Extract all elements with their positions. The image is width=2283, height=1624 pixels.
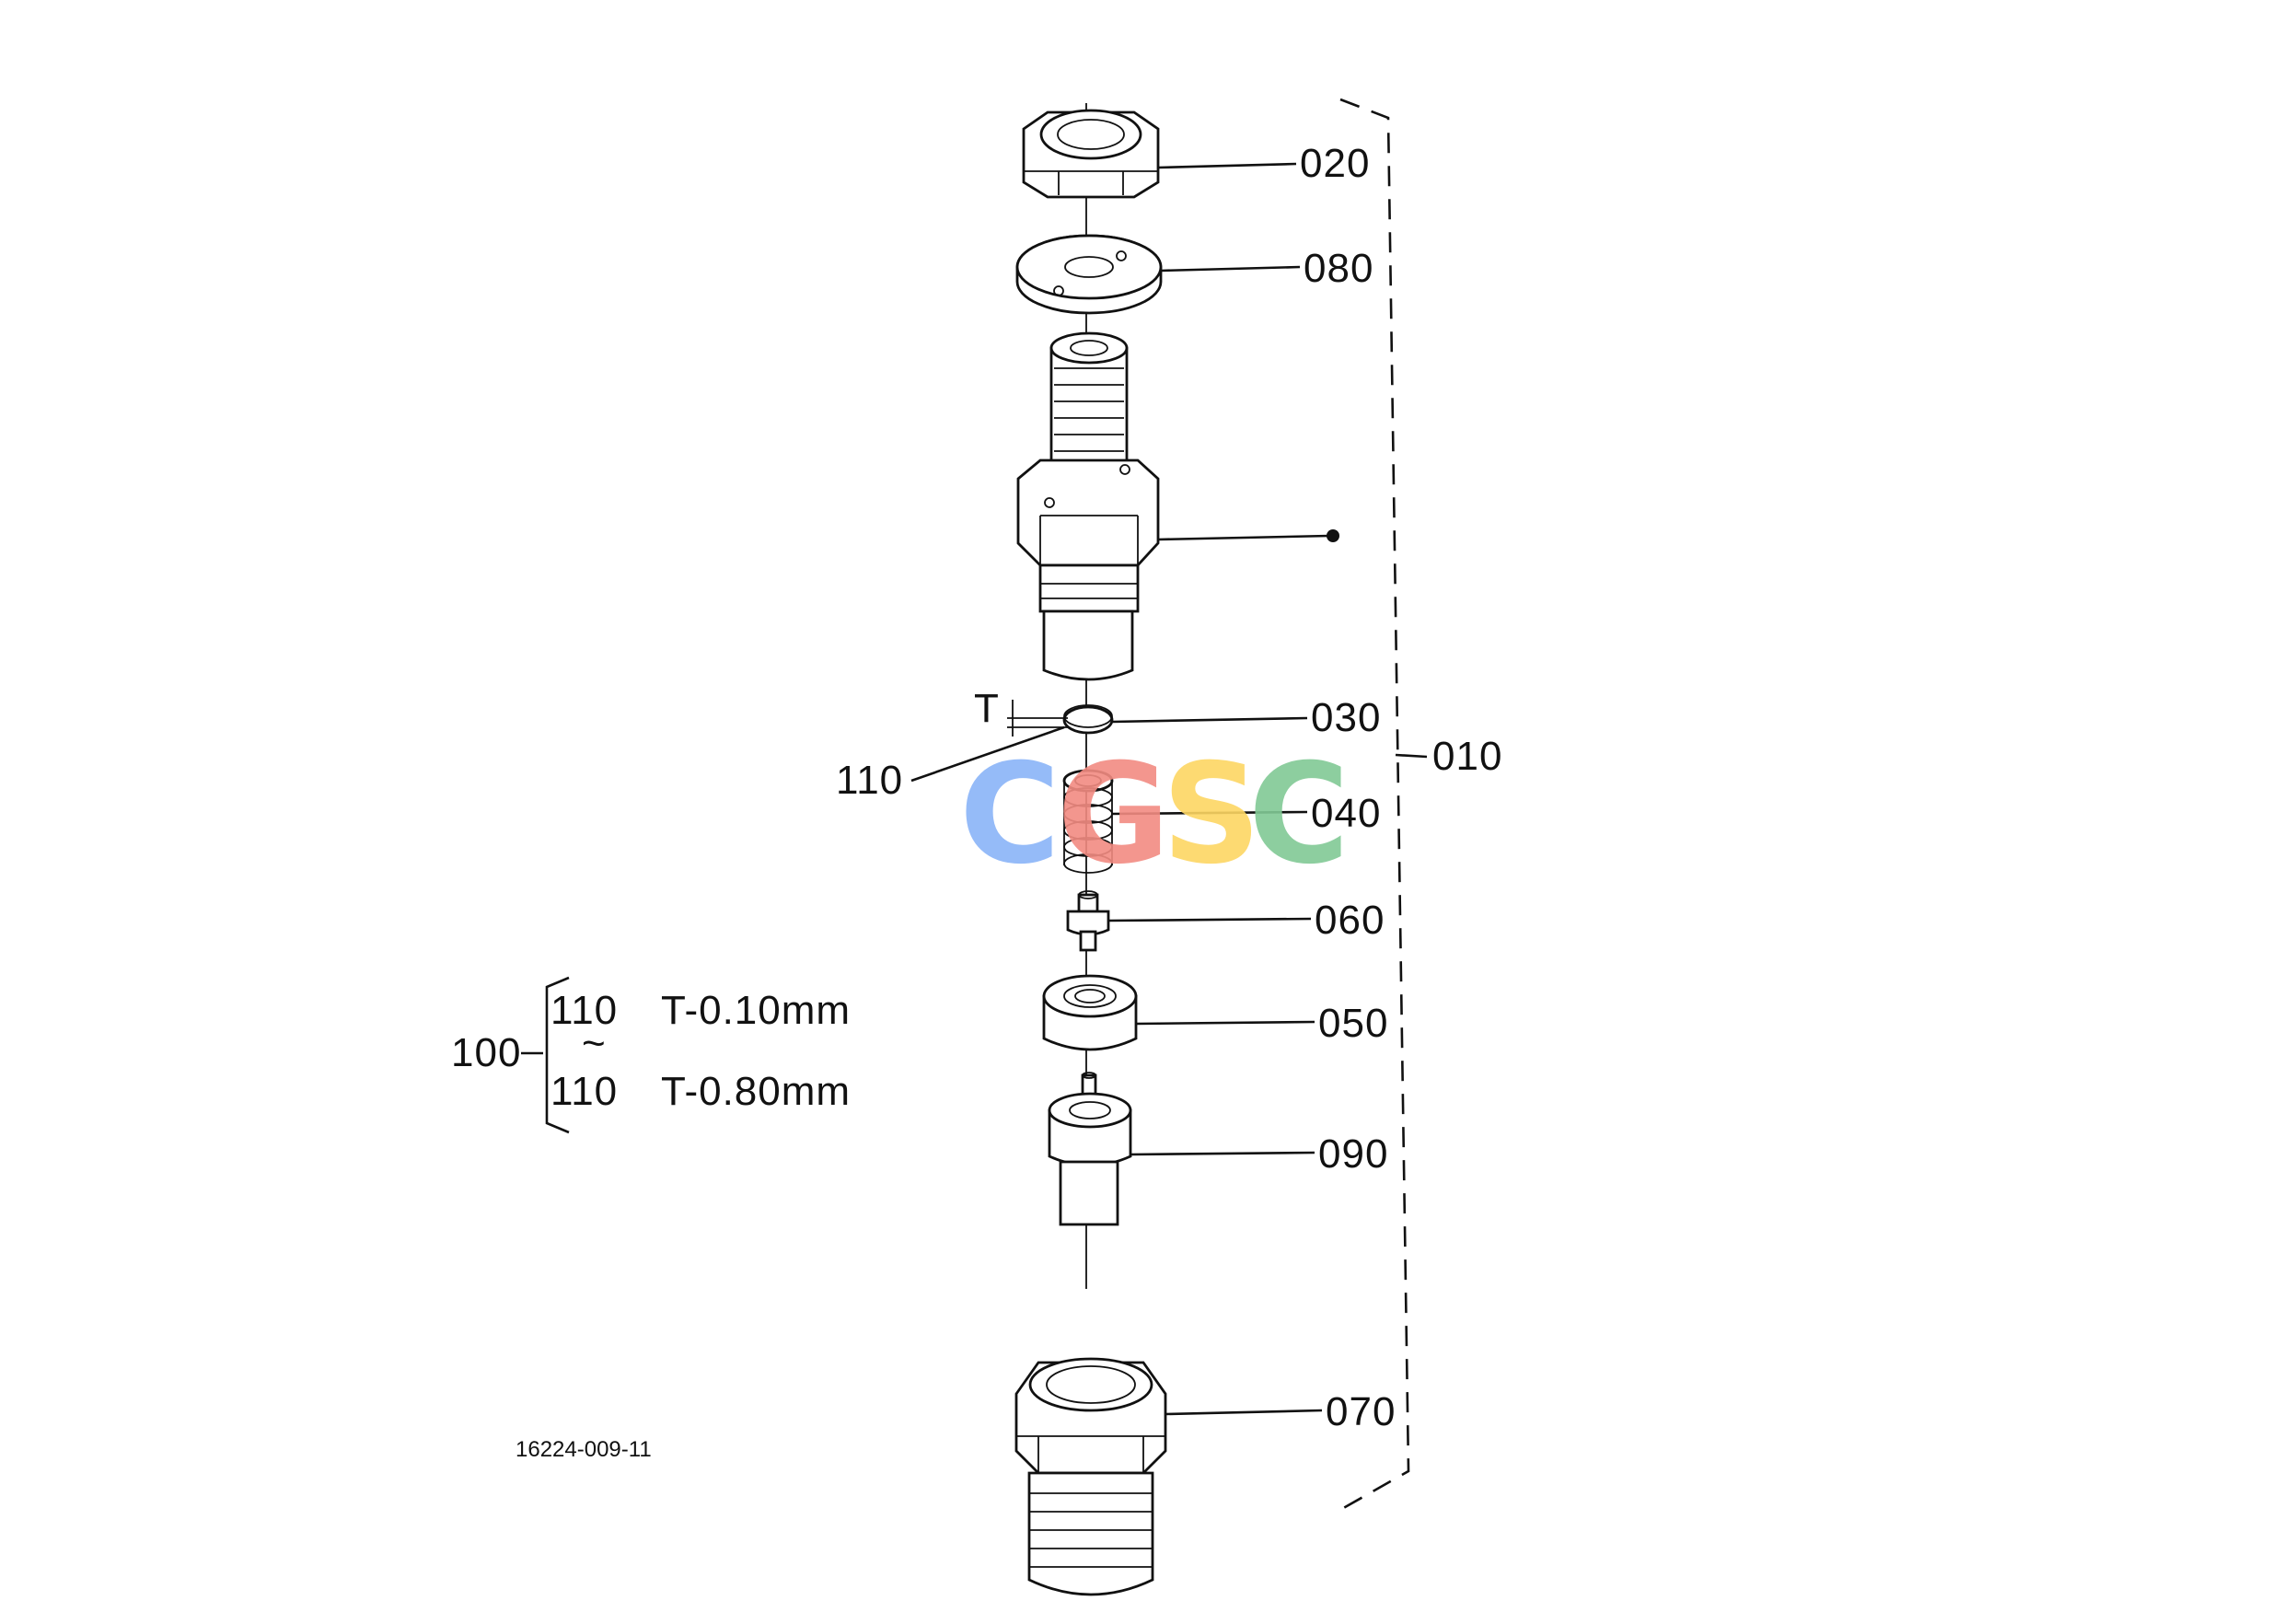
shim-row1-part: 110 (550, 988, 618, 1033)
callout-050[interactable]: 050 (1318, 1001, 1388, 1046)
cgsc-watermark: C G S C (959, 735, 1350, 895)
part-020-hex-nut[interactable] (1022, 109, 1160, 199)
part-080-washer[interactable] (1015, 234, 1163, 315)
shim-row2-spec: T-0.80mm (661, 1069, 851, 1114)
watermark-letter-c2: C (1248, 735, 1350, 895)
part-090-nozzle[interactable] (1048, 1072, 1132, 1226)
part-nozzle-holder-body[interactable] (1016, 331, 1160, 681)
callout-labels: 020 080 030 040 060 050 090 070 010 110 … (836, 141, 1502, 1434)
callout-020[interactable]: 020 (1300, 141, 1370, 186)
watermark-letter-s: S (1162, 735, 1261, 895)
callout-080[interactable]: 080 (1304, 246, 1373, 291)
part-040-spring[interactable] (1062, 769, 1114, 874)
watermark-letter-c1: C (959, 735, 1060, 895)
callout-010[interactable]: 010 (1432, 734, 1502, 779)
callout-110[interactable]: 110 (836, 758, 903, 803)
shim-selection-table: 100 110 T-0.10mm ~ 110 T-0.80mm (451, 976, 851, 1134)
thickness-t-mark: T (974, 686, 1000, 731)
callout-040[interactable]: 040 (1311, 791, 1381, 836)
callout-070[interactable]: 070 (1326, 1389, 1396, 1434)
watermark-letter-g: G (1057, 735, 1170, 895)
drawing-number: 16224-009-11 (516, 1437, 652, 1462)
assembly-bracket-010 (1339, 98, 1428, 1512)
leader-lines (910, 162, 1339, 1416)
part-070-retaining-nut[interactable] (1014, 1357, 1167, 1596)
shim-group-number[interactable]: 100 (451, 1030, 521, 1075)
part-060-pin[interactable] (1066, 890, 1110, 952)
shim-row1-spec: T-0.10mm (661, 988, 851, 1033)
shim-range-tilde: ~ (582, 1021, 607, 1066)
part-050-spacer[interactable] (1042, 974, 1138, 1051)
callout-060[interactable]: 060 (1315, 898, 1385, 943)
part-030-shim[interactable] (1062, 704, 1114, 735)
assembly-dot-marker (1327, 529, 1339, 542)
callout-030[interactable]: 030 (1311, 695, 1381, 740)
callout-090[interactable]: 090 (1318, 1131, 1388, 1177)
shim-row2-part: 110 (550, 1069, 618, 1114)
